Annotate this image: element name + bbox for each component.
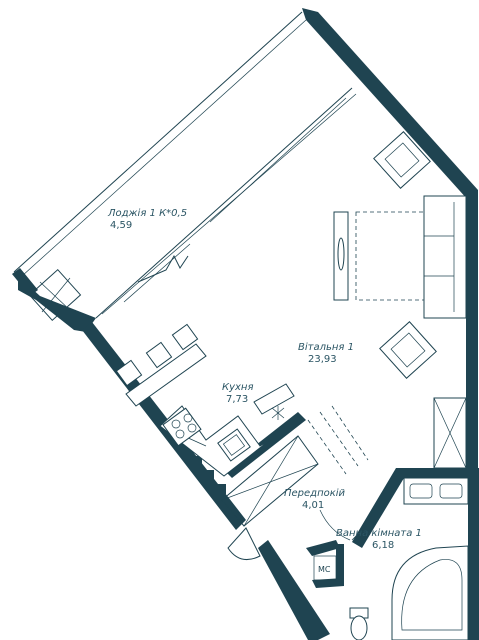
wall-loggia-bottom: [18, 276, 96, 332]
sink: [217, 428, 251, 462]
room-area-loggia: 4,59: [110, 220, 132, 231]
bathtub: [391, 545, 469, 640]
room-area-living: 23,93: [308, 354, 337, 365]
wall-block-3: [216, 484, 226, 494]
wall-right-upper: [466, 190, 478, 472]
room-name-bathroom: Ванна кімната 1: [336, 527, 422, 539]
ventilation-icon: [271, 406, 285, 420]
wall-kitchen-partition: [224, 412, 306, 478]
wall-entry-lower: [258, 540, 330, 640]
hallway: [221, 405, 373, 561]
wc-shaft: [313, 555, 337, 581]
room-name-living: Вітальня 1: [298, 341, 354, 353]
wall-bath-top: [352, 468, 479, 548]
wall-wc-right: [336, 544, 344, 584]
bed-outline: [355, 211, 425, 301]
wall-wc-top: [306, 540, 340, 556]
room-area-bathroom: 6,18: [372, 540, 394, 551]
room-labels: Лоджія 1 К*0,5 4,59 Вітальня 1 23,93 Кух…: [107, 207, 422, 551]
living-furniture: [333, 131, 467, 469]
entrance-door: [227, 527, 261, 561]
room-name-kitchen: Кухня: [222, 382, 254, 393]
stove: [162, 407, 202, 447]
wall-block-1: [192, 456, 202, 466]
loggia-glazing: [13, 11, 357, 322]
bathroom-furniture: МС: [313, 477, 469, 640]
room-area-kitchen: 7,73: [226, 394, 248, 405]
wall-block-2: [204, 470, 214, 480]
sofa: [423, 195, 467, 319]
kitchen-furniture: [115, 323, 295, 477]
room-name-hallway: Передпокій: [284, 487, 346, 499]
room-area-hallway: 4,01: [302, 500, 324, 511]
wall-right-lower: [468, 472, 479, 640]
vanity: [403, 477, 469, 505]
wall-top-right: [302, 8, 478, 200]
toilet: [349, 607, 369, 640]
armchair-top: [373, 131, 431, 189]
wc-label: МС: [318, 565, 331, 574]
armchair-middle: [379, 321, 437, 379]
wall-wc-bottom: [312, 578, 344, 588]
room-name-loggia: Лоджія 1 К*0,5: [107, 207, 187, 219]
dining-counter: [125, 343, 207, 407]
